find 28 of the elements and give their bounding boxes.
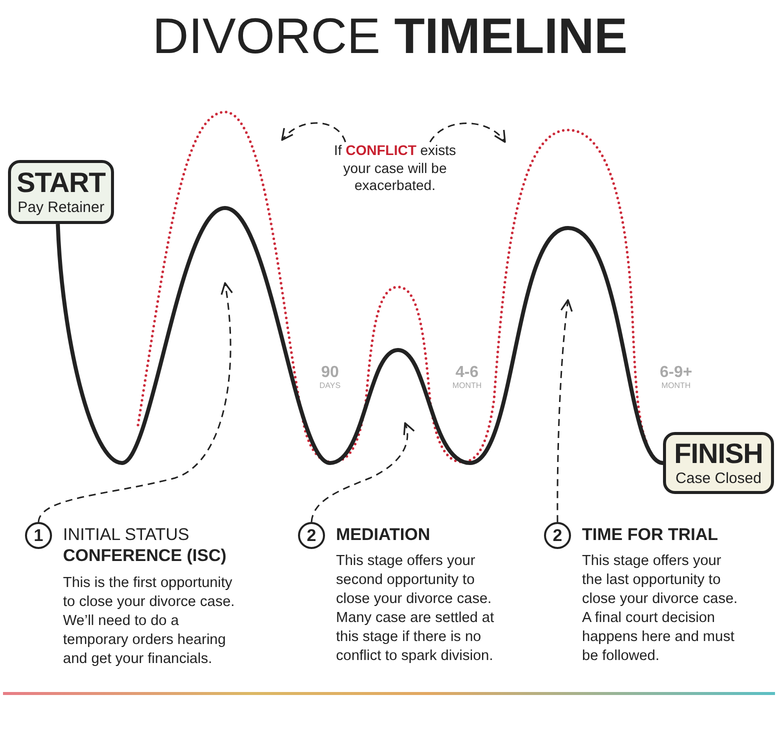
duration-unit: MONTH — [452, 381, 482, 391]
duration-number: 90 — [321, 364, 339, 382]
step-heading: MEDIATION — [336, 524, 432, 545]
dashed-arrow — [281, 122, 346, 142]
duration-number: 6-9+ — [660, 364, 692, 382]
dashed-arrow — [310, 422, 414, 522]
step-number: 2 — [298, 522, 325, 549]
box-title: START — [16, 168, 106, 198]
step-heading: TIME FOR TRIAL — [582, 524, 719, 545]
box-subtitle: Case Closed — [676, 470, 762, 487]
duration-unit: DAYS — [319, 381, 341, 391]
timeline-curve — [56, 206, 664, 465]
step-number: 1 — [25, 522, 52, 549]
step-description: This stage offers your the last opportunity to close your divorce case. A final court decision happens here and must be followed. — [582, 552, 739, 666]
step-description: This is the first opportunity to close your divorce case. We’ll need to do a temporary orders hearing and get your financials. — [63, 574, 236, 669]
start-box — [8, 160, 114, 224]
step-number: 2 — [544, 522, 571, 549]
box-title: FINISH — [674, 439, 763, 469]
box-subtitle: Pay Retainer — [18, 200, 104, 216]
step-description: This stage offers your second opportunity to close your divorce case. Many case are settled at this stage if there is no conflict to spark division. — [336, 552, 495, 666]
step-heading: INITIAL STATUS CONFERENCE (ISC) — [63, 524, 228, 566]
finish-box — [663, 432, 774, 494]
duration-number: 4-6 — [455, 364, 479, 382]
duration-unit: MONTH — [661, 381, 691, 391]
dashed-arrow — [556, 299, 573, 522]
title: DIVORCE TIMELINE — [152, 8, 628, 66]
conflict-note: If CONFLICT exists your case will be exacerbated. — [322, 142, 468, 194]
dashed-arrow — [429, 122, 506, 143]
